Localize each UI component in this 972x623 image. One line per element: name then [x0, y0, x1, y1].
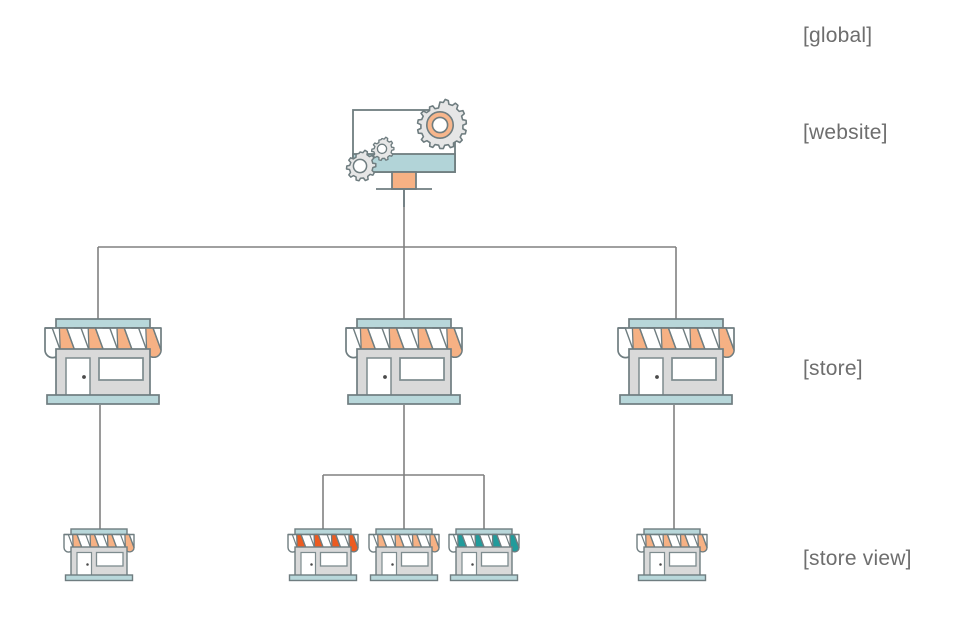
- gear-large-icon: [416, 98, 468, 150]
- level-label-global: [global]: [803, 24, 873, 47]
- node-store-view-2[interactable]: [287, 528, 359, 582]
- node-store-view-3[interactable]: [368, 528, 440, 582]
- connector-website-to-stores: [97, 190, 677, 322]
- node-store-3[interactable]: [617, 318, 735, 405]
- level-label-store: [store]: [803, 357, 863, 380]
- node-store-2[interactable]: [345, 318, 463, 405]
- level-label-store-view: [store view]: [803, 547, 912, 570]
- node-store-view-4[interactable]: [448, 528, 520, 582]
- node-store-view-5[interactable]: [636, 528, 708, 582]
- connector-store2-to-views: [322, 405, 485, 532]
- level-label-website: [website]: [803, 121, 888, 144]
- node-store-view-1[interactable]: [63, 528, 135, 582]
- node-store-1[interactable]: [44, 318, 162, 405]
- node-website-1[interactable]: [345, 98, 468, 208]
